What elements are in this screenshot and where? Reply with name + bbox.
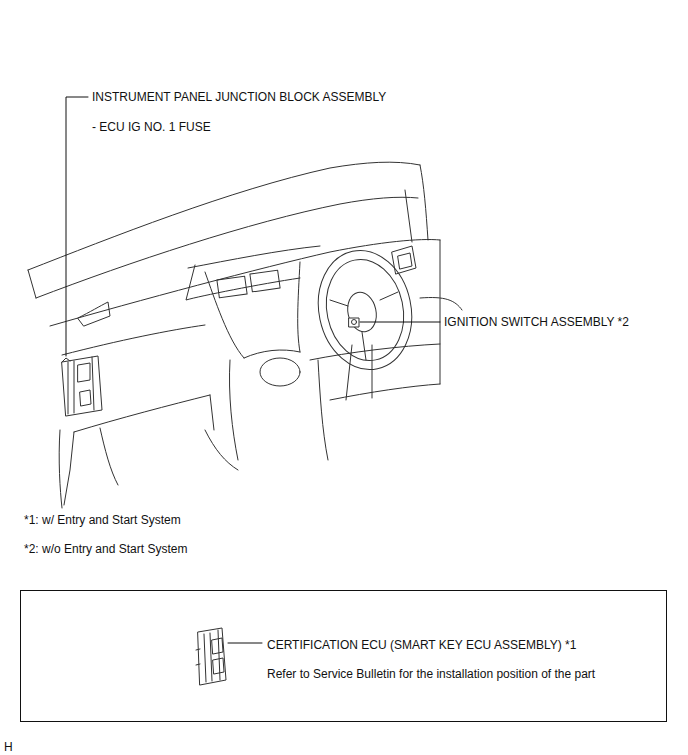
footnote: *1: w/ Entry and Start System [24, 513, 181, 527]
figure-code: H [4, 740, 13, 754]
note-text: Refer to Service Bulletin for the instal… [267, 667, 595, 681]
part-label: IGNITION SWITCH ASSEMBLY *2 [444, 315, 629, 329]
footnote: *2: w/o Entry and Start System [24, 542, 187, 556]
part-label: CERTIFICATION ECU (SMART KEY ECU ASSEMBL… [267, 638, 576, 652]
part-label: INSTRUMENT PANEL JUNCTION BLOCK ASSEMBLY [92, 90, 386, 104]
note-box: CERTIFICATION ECU (SMART KEY ECU ASSEMBL… [20, 590, 667, 722]
part-label: - ECU IG NO. 1 FUSE [92, 120, 211, 134]
